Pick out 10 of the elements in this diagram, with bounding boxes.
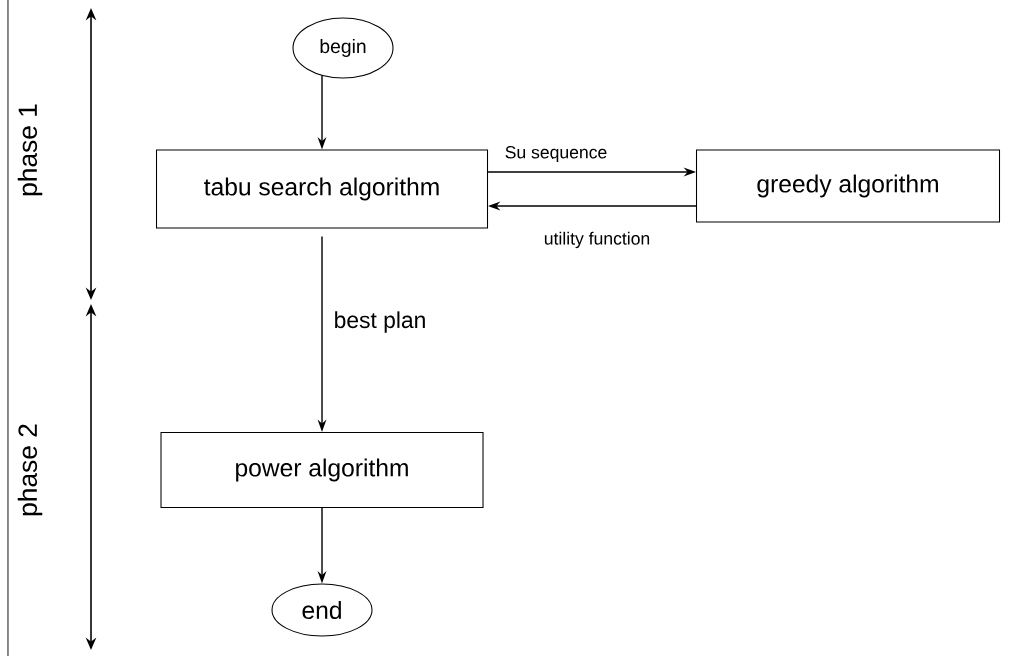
edge-label: utility function — [542, 230, 652, 250]
oval: begin — [292, 17, 394, 79]
oval: end — [271, 583, 373, 637]
process-box: power algorithm — [160, 431, 484, 509]
phase-label: phase 1 — [17, 104, 43, 196]
process-box: greedy algorithm — [696, 149, 1001, 223]
process-box: tabu search algorithm — [156, 149, 489, 229]
edge-label: Su sequence — [502, 144, 610, 164]
edge-label: best plan — [331, 309, 429, 335]
phase-label: phase 2 — [17, 424, 43, 516]
